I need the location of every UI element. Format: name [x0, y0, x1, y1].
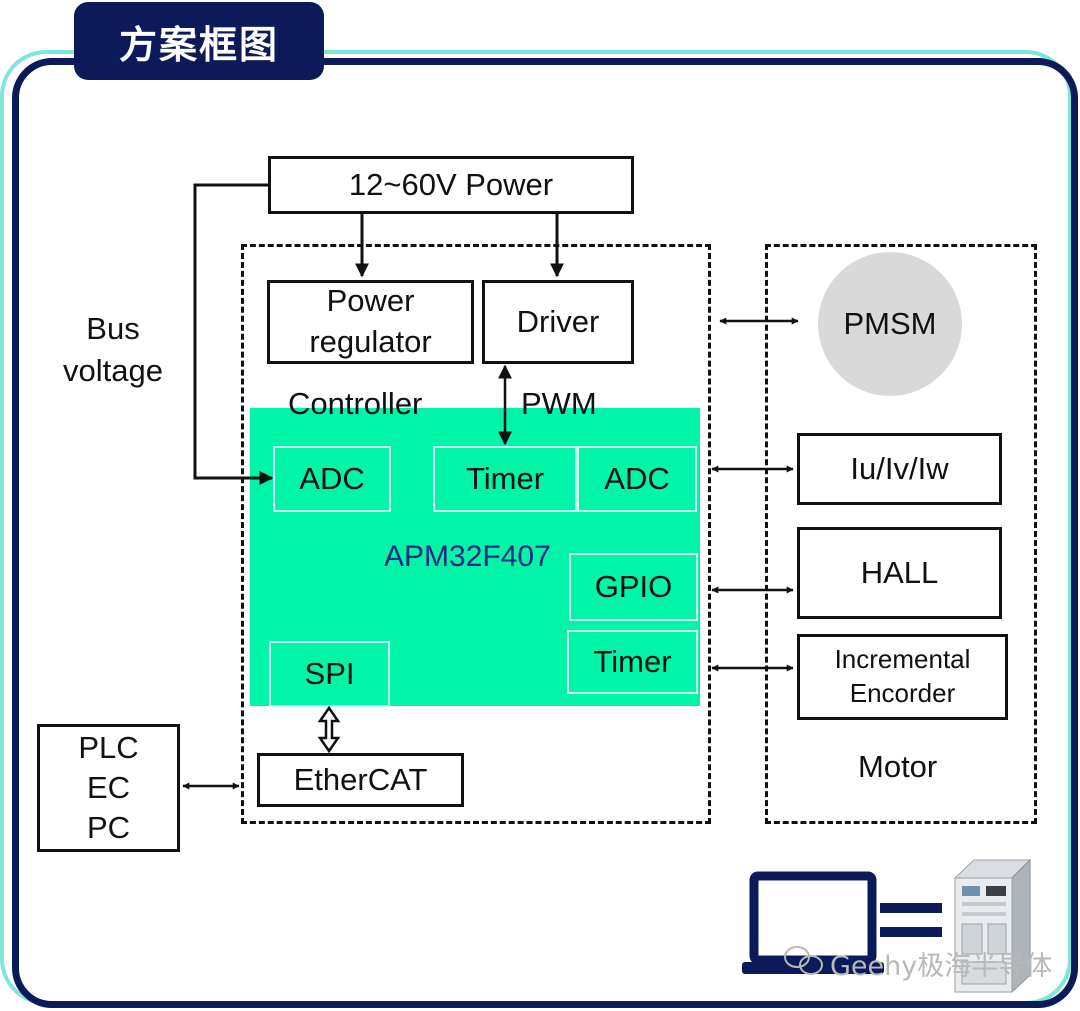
bus-voltage-label: Bus voltage: [42, 308, 184, 392]
encoder-box: Incremental Encorder: [797, 634, 1008, 720]
bus-voltage-wire: [193, 183, 268, 480]
pmsm-motor: PMSM: [818, 252, 962, 396]
controller-label: Controller: [288, 386, 423, 421]
encoder-line-1: Incremental: [834, 644, 971, 675]
host-line-ec: EC: [86, 769, 131, 805]
servo-drive-icon: [953, 858, 1032, 994]
diagram-title: 方案框图: [74, 2, 324, 80]
laptop-icon: [742, 871, 884, 974]
timer-bottom-block: Timer: [567, 630, 698, 694]
pwm-label: PWM: [521, 386, 597, 421]
power-regulator-line-1: Power: [326, 283, 415, 319]
adc-left-block: ADC: [273, 446, 391, 512]
host-line-plc: PLC: [78, 729, 139, 765]
bus-voltage-line-2: voltage: [63, 352, 163, 388]
controller-group: [241, 244, 711, 824]
power-regulator-line-2: regulator: [309, 324, 432, 359]
wechat-icon: [784, 946, 823, 975]
motor-label: Motor: [858, 749, 938, 784]
gpio-block: GPIO: [569, 553, 698, 621]
host-box: PLC EC PC: [37, 724, 180, 852]
motor-group: [765, 244, 1037, 824]
ethercat-box: EtherCAT: [257, 753, 464, 807]
mcu-name: APM32F407: [384, 540, 551, 573]
power-supply-box: 12~60V Power: [268, 156, 634, 214]
bus-voltage-line-1: Bus: [86, 311, 140, 346]
watermark-text: Geehy极海半导体: [830, 951, 1053, 982]
driver-box: Driver: [482, 280, 634, 364]
current-sense-box: Iu/Iv/Iw: [797, 433, 1002, 505]
timer-top-block: Timer: [433, 446, 577, 512]
inner-frame: [12, 58, 1078, 1008]
encoder-line-2: Encorder: [849, 678, 956, 708]
link-icon: [880, 903, 942, 937]
mcu-block: [250, 408, 700, 706]
spi-ethercat-double-arrow: [317, 705, 341, 754]
adc-right-block: ADC: [577, 446, 697, 512]
hall-box: HALL: [797, 527, 1002, 619]
spi-block: SPI: [269, 641, 390, 707]
power-regulator-box: Power regulator: [267, 280, 474, 364]
host-line-pc: PC: [86, 810, 131, 846]
